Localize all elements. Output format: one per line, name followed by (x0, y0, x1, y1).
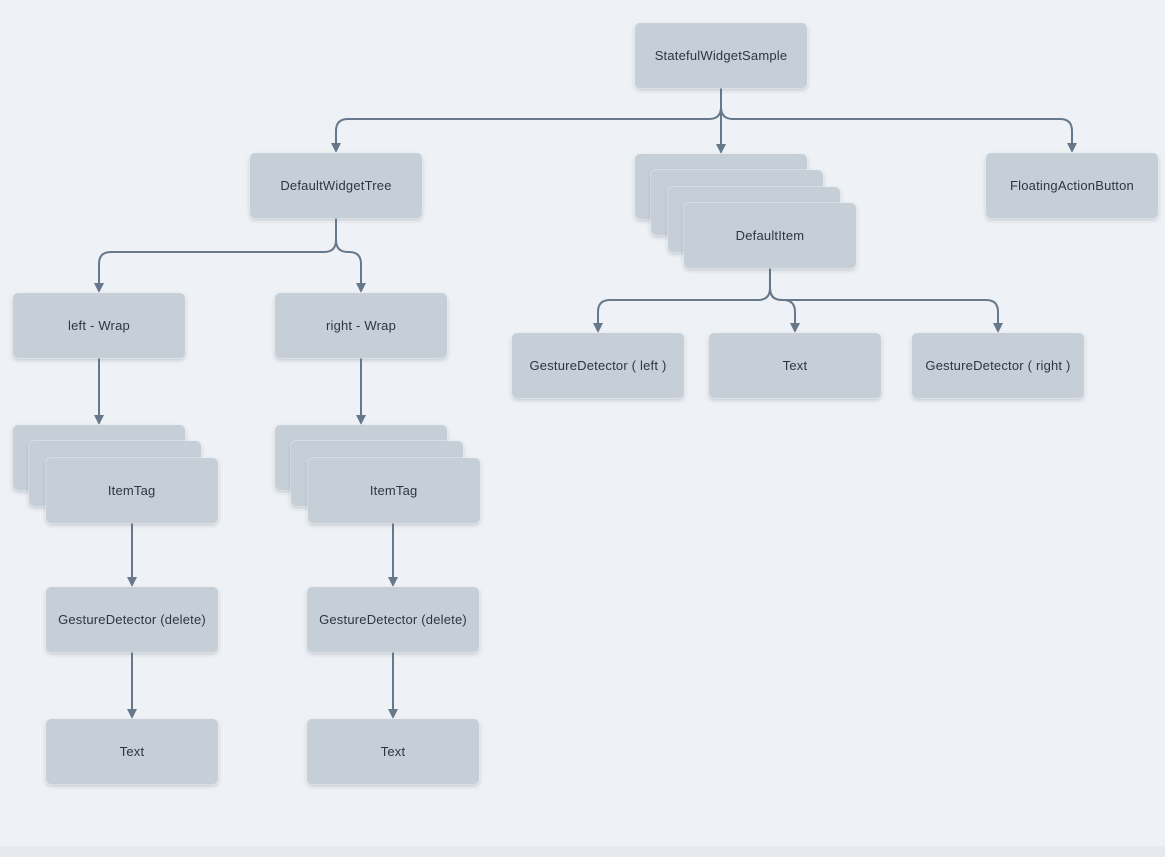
connector-default-widget-tree-to-right-wrap (335, 217, 366, 293)
node-label-text-right: Text (380, 744, 406, 759)
bottom-strip (0, 846, 1165, 857)
node-label-text-middle: Text (782, 358, 808, 373)
node-label-left-wrap: left - Wrap (68, 318, 130, 333)
connector-default-widget-tree-to-left-wrap (94, 217, 337, 293)
node-gesture-detector-delete-left: GestureDetector (delete) (46, 587, 218, 652)
connector-default-item-to-gesture-detector-right (768, 266, 1003, 333)
node-label-gesture-detector-delete-right: GestureDetector (delete) (319, 612, 467, 627)
connector-default-item-to-gesture-detector-left (593, 266, 771, 333)
node-default-widget-tree: DefaultWidgetTree (250, 153, 422, 218)
node-label-floating-action-button: FloatingActionButton (1010, 178, 1134, 193)
node-label-gesture-detector-delete-left: GestureDetector (delete) (58, 612, 206, 627)
node-label-gesture-detector-left: GestureDetector ( left ) (529, 358, 667, 373)
node-label-item-tag-right: ItemTag (369, 482, 418, 498)
node-text-middle: Text (709, 333, 881, 398)
node-label-default-widget-tree: DefaultWidgetTree (280, 178, 392, 193)
connector-stateful-widget-sample-to-floating-action-button (720, 87, 1077, 153)
node-gesture-detector-right: GestureDetector ( right ) (912, 333, 1084, 398)
node-gesture-detector-delete-right: GestureDetector (delete) (307, 587, 479, 652)
node-item-tag-left: ItemTag (45, 457, 218, 523)
node-text-left: Text (46, 719, 218, 784)
node-left-wrap: left - Wrap (13, 293, 185, 358)
node-label-right-wrap: right - Wrap (325, 318, 397, 333)
node-gesture-detector-left: GestureDetector ( left ) (512, 333, 684, 398)
node-label-item-tag-left: ItemTag (107, 482, 156, 498)
node-text-right: Text (307, 719, 479, 784)
node-label-text-left: Text (119, 744, 145, 759)
node-default-item: DefaultItem (683, 202, 856, 268)
node-stateful-widget-sample: StatefulWidgetSample (635, 23, 807, 88)
node-label-gesture-detector-right: GestureDetector ( right ) (925, 358, 1071, 373)
node-floating-action-button: FloatingActionButton (986, 153, 1158, 218)
node-label-stateful-widget-sample: StatefulWidgetSample (654, 48, 788, 63)
node-label-default-item: DefaultItem (735, 227, 805, 243)
node-right-wrap: right - Wrap (275, 293, 447, 358)
node-item-tag-right: ItemTag (307, 457, 480, 523)
